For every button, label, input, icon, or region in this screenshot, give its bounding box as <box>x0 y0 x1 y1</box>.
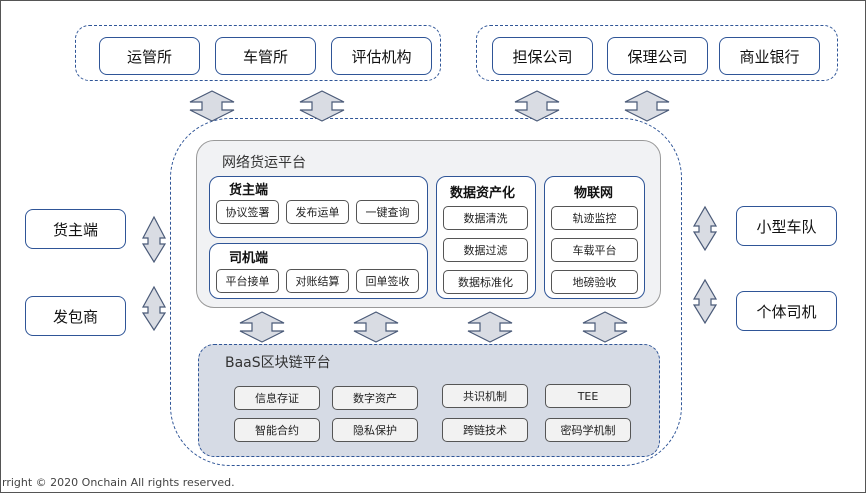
shipper-title: 货主端 <box>229 183 269 198</box>
arrow-updown-4 <box>624 90 670 122</box>
shipper-item-publish: 发布运单 <box>286 200 349 224</box>
baas-item-digital-asset: 数字资产 <box>332 386 418 410</box>
baas-item-smart-contract: 智能合约 <box>234 418 320 442</box>
data-item-filter: 数据过滤 <box>443 238 528 262</box>
arrow-updown-8 <box>582 311 628 343</box>
arrow-lr-right-2 <box>692 278 718 325</box>
arrow-updown-5 <box>239 311 285 343</box>
baas-item-evidence: 信息存证 <box>234 386 320 410</box>
driver-item-accept: 平台接单 <box>216 269 279 293</box>
right-box-fleet: 小型车队 <box>736 206 837 246</box>
freight-platform-title: 网络货运平台 <box>222 155 306 171</box>
baas-title: BaaS区块链平台 <box>225 355 331 371</box>
baas-item-cross-chain: 跨链技术 <box>442 418 528 442</box>
iot-item-weigh: 地磅验收 <box>551 270 638 294</box>
arrow-updown-2 <box>299 90 345 122</box>
driver-item-receipt: 回单签收 <box>356 269 419 293</box>
right-box-driver: 个体司机 <box>736 291 837 331</box>
data-item-clean: 数据清洗 <box>443 206 528 230</box>
top-box-danbao: 担保公司 <box>492 37 593 75</box>
arrow-updown-6 <box>353 311 399 343</box>
shipper-item-agreement: 协议签署 <box>216 200 279 224</box>
top-box-yunguansuo: 运管所 <box>99 37 200 75</box>
regulators-group <box>75 25 441 81</box>
platform-outer-dashed <box>170 118 682 466</box>
driver-title: 司机端 <box>229 251 269 266</box>
left-box-contractor: 发包商 <box>25 296 126 336</box>
data-item-standard: 数据标准化 <box>443 270 528 294</box>
finance-group <box>476 25 838 81</box>
copyright-text: rright © 2020 Onchain All rights reserve… <box>2 476 235 489</box>
arrow-updown-1 <box>189 90 235 122</box>
baas-item-privacy: 隐私保护 <box>332 418 418 442</box>
arrow-updown-3 <box>514 90 560 122</box>
arrow-lr-left-1 <box>141 215 167 264</box>
arrow-updown-7 <box>467 311 513 343</box>
top-box-cheguansuo: 车管所 <box>215 37 316 75</box>
baas-item-crypto: 密码学机制 <box>545 418 631 442</box>
baas-item-tee: TEE <box>545 384 631 408</box>
shipper-item-query: 一键查询 <box>356 200 419 224</box>
top-box-bank: 商业银行 <box>719 37 820 75</box>
driver-item-settle: 对账结算 <box>286 269 349 293</box>
iot-title: 物联网 <box>574 186 614 201</box>
iot-item-vehicle: 车载平台 <box>551 238 638 262</box>
top-box-pinggu: 评估机构 <box>331 37 432 75</box>
baas-item-consensus: 共识机制 <box>442 384 528 408</box>
data-assets-title: 数据资产化 <box>450 186 516 201</box>
top-box-baoli: 保理公司 <box>607 37 708 75</box>
left-box-shipper: 货主端 <box>25 209 126 249</box>
arrow-lr-left-2 <box>141 285 167 332</box>
arrow-lr-right-1 <box>692 205 718 252</box>
iot-item-track: 轨迹监控 <box>551 206 638 230</box>
